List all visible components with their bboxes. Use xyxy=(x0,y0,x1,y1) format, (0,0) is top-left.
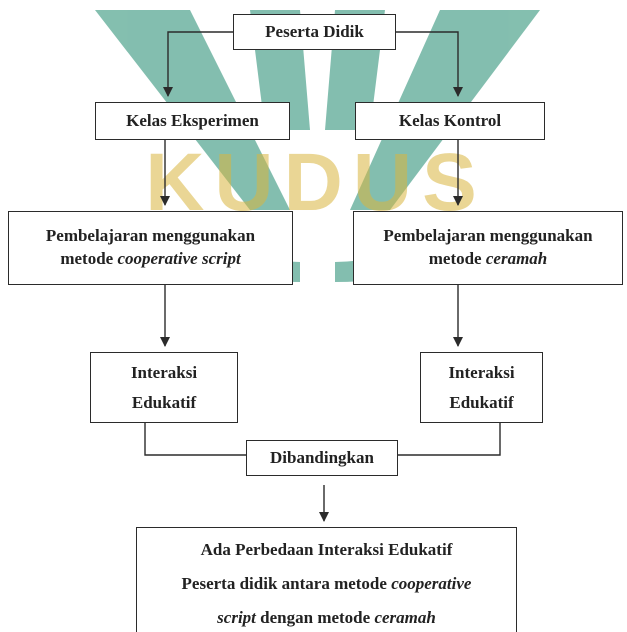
interaksi-right-line1: Interaksi xyxy=(448,362,515,382)
outcome-box: Ada Perbedaan Interaksi Edukatif Peserta… xyxy=(136,527,517,632)
arrow-to-kelas-eksperimen xyxy=(163,31,233,97)
pembelajaran-ceramah-box: Pembelajaran menggunakan metode ceramah xyxy=(353,211,623,285)
outcome-line3: script dengan metode ceramah xyxy=(217,608,436,627)
kelas-kontrol-box: Kelas Kontrol xyxy=(355,102,545,140)
kelas-kontrol-label: Kelas Kontrol xyxy=(398,110,502,130)
dibandingkan-box: Dibandingkan xyxy=(246,440,398,476)
pembelajaran-left-line2: metode cooperative script xyxy=(60,249,241,268)
arrow-to-kelas-kontrol xyxy=(396,31,463,97)
interaksi-edukatif-right-box: Interaksi Edukatif xyxy=(420,352,543,423)
kelas-eksperimen-label: Kelas Eksperimen xyxy=(126,110,259,130)
peserta-didik-box: Peserta Didik xyxy=(233,14,396,50)
interaksi-right-line2: Edukatif xyxy=(449,392,514,412)
line-interaksi-right-to-dibandingkan xyxy=(398,423,501,456)
outcome-line2: Peserta didik antara metode cooperative xyxy=(181,574,472,593)
outcome-line1: Ada Perbedaan Interaksi Edukatif xyxy=(200,540,453,559)
dibandingkan-label: Dibandingkan xyxy=(270,447,374,467)
interaksi-left-line1: Interaksi xyxy=(130,362,198,382)
pembelajaran-cooperative-box: Pembelajaran menggunakan metode cooperat… xyxy=(8,211,293,285)
kelas-eksperimen-box: Kelas Eksperimen xyxy=(95,102,290,140)
line-interaksi-left-to-dibandingkan xyxy=(144,423,246,456)
pembelajaran-right-line1: Pembelajaran menggunakan xyxy=(383,226,593,246)
pembelajaran-right-line2: metode ceramah xyxy=(428,249,548,268)
pembelajaran-left-line1: Pembelajaran menggunakan xyxy=(45,226,256,246)
interaksi-left-line2: Edukatif xyxy=(131,392,197,412)
peserta-didik-label: Peserta Didik xyxy=(265,21,364,41)
interaksi-edukatif-left-box: Interaksi Edukatif xyxy=(90,352,238,423)
